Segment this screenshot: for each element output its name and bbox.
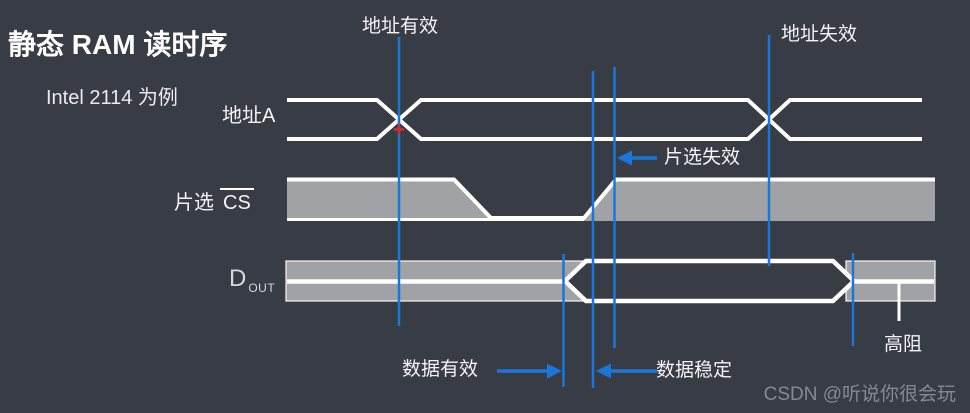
- chip-select-label-prefix: 片选: [174, 192, 214, 214]
- address-bus-waveform: [287, 98, 922, 141]
- annotation-chip-select-invalid: 片选失效: [664, 147, 741, 168]
- annotation-data-stable: 数据稳定: [656, 360, 733, 381]
- data-out-valid-hexagon: [561, 258, 858, 304]
- annotation-data-valid: 数据有效: [402, 359, 479, 380]
- signal-label-chip-select: 片选 CS: [174, 188, 254, 215]
- data-stable-arrow: [596, 363, 657, 379]
- red-pointer-marker: [394, 124, 404, 135]
- data-out-waveform: [285, 258, 936, 321]
- annotation-address-invalid: 地址失效: [781, 24, 858, 45]
- annotation-high-impedance: 高阻: [884, 334, 923, 355]
- signal-label-address: 地址A: [222, 105, 276, 127]
- data-out-label-subscript: OUT: [248, 281, 276, 295]
- data-valid-arrow: [497, 363, 562, 379]
- page-title: 静态 RAM 读时序: [8, 29, 228, 60]
- csdn-watermark: CSDN @听说你很会玩: [763, 384, 956, 405]
- chip-select-invalid-arrow: [617, 150, 657, 166]
- page-subtitle: Intel 2114 为例: [46, 87, 178, 109]
- chip-select-label-overline: CS: [220, 188, 254, 215]
- chip-select-waveform: [287, 177, 935, 221]
- timing-reference-lines: [397, 35, 855, 388]
- annotation-address-valid: 地址有效: [362, 16, 439, 37]
- data-out-label-main: D: [229, 265, 247, 292]
